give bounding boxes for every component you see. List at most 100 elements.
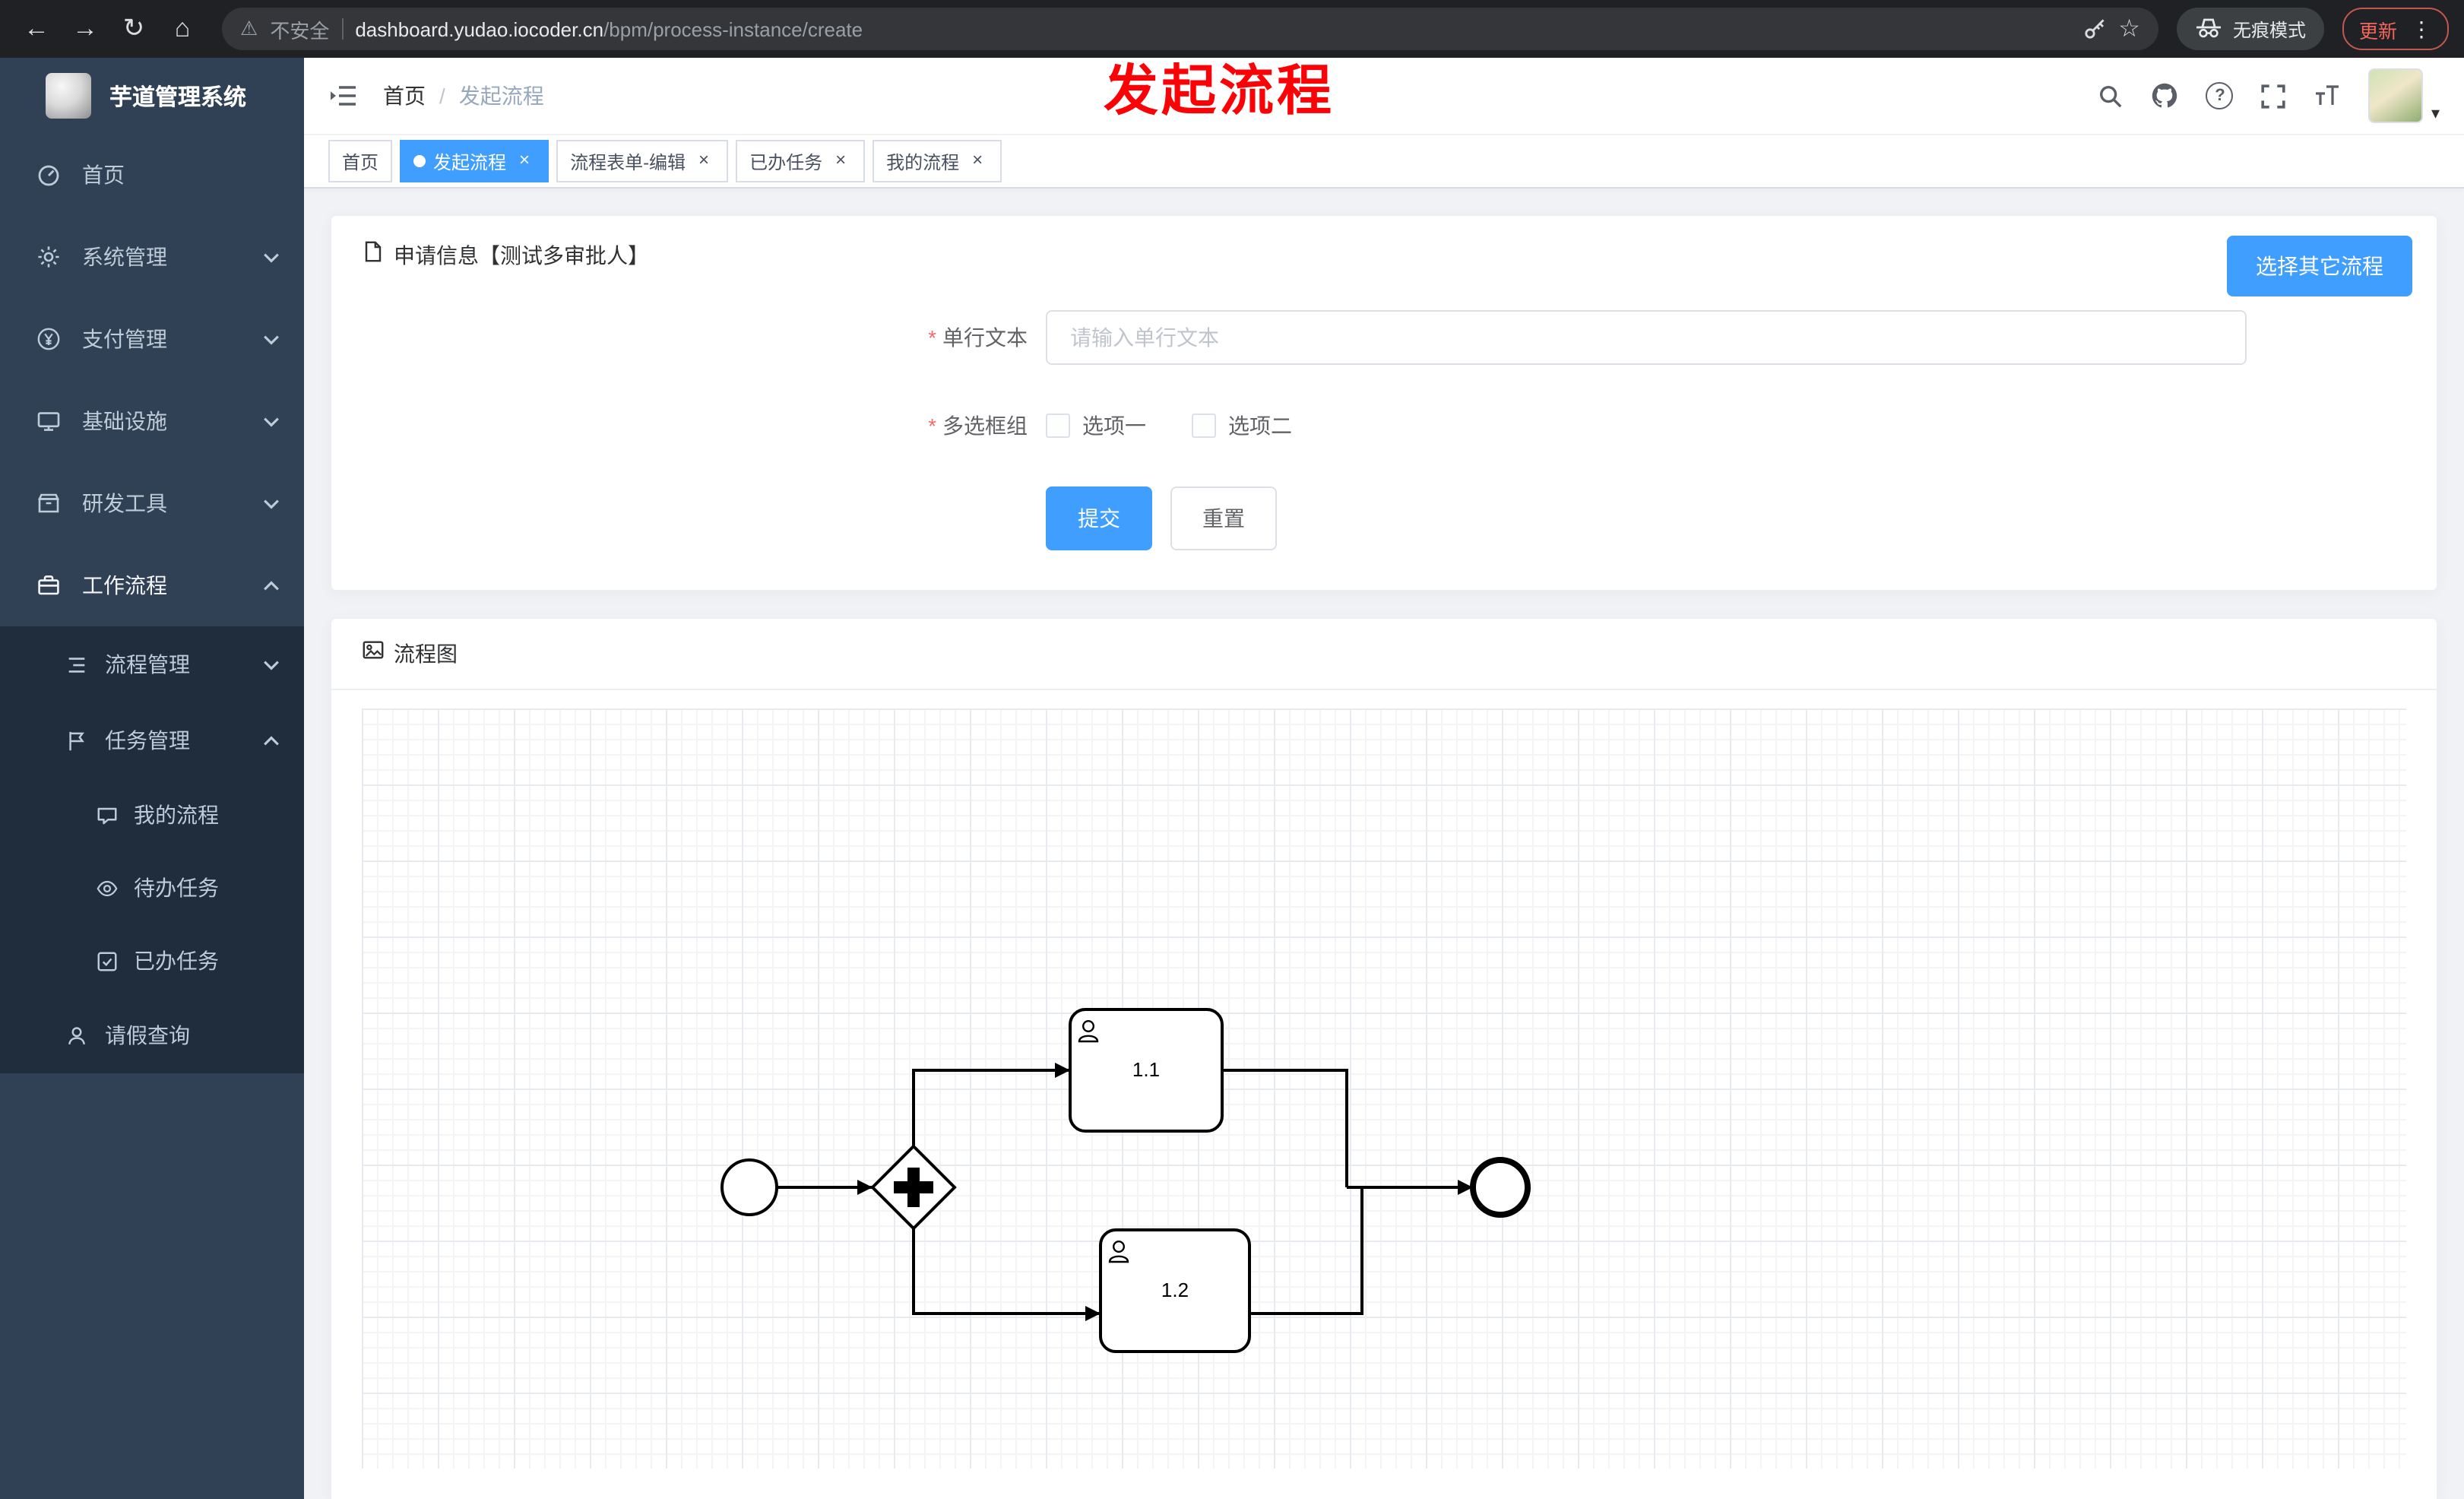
sidebar-item-label: 研发工具 — [82, 491, 167, 515]
url-path: /bpm/process-instance/create — [603, 17, 863, 40]
flow-card-header: 流程图 — [331, 619, 2437, 690]
select-other-process-button[interactable]: 选择其它流程 — [2227, 236, 2412, 296]
sidebar-item-leave-query[interactable]: 请假查询 — [0, 997, 304, 1073]
url-text[interactable]: dashboard.yudao.iocoder.cn/bpm/process-i… — [355, 17, 863, 40]
tags-view-bar: 首页 发起流程 × 流程表单-编辑 × 已办任务 × — [304, 135, 2464, 189]
parallel-gateway-node[interactable] — [870, 1144, 957, 1231]
submit-button[interactable]: 提交 — [1046, 486, 1152, 550]
search-icon[interactable] — [2098, 83, 2124, 109]
chevron-up-icon — [263, 580, 280, 591]
task-label: 1.1 — [1132, 1058, 1160, 1081]
update-button[interactable]: 更新 ⋮ — [2342, 8, 2449, 50]
tab-label: 发起流程 — [433, 151, 507, 173]
sidebar-item-label: 请假查询 — [105, 1023, 190, 1047]
yen-icon — [36, 327, 61, 351]
forward-icon[interactable]: → — [72, 14, 98, 43]
eye-icon — [96, 876, 119, 899]
sidebar-item-system[interactable]: 系统管理 — [0, 216, 304, 298]
breadcrumb-home[interactable]: 首页 — [383, 84, 426, 108]
check-square-icon — [96, 949, 119, 972]
document-icon — [362, 240, 385, 271]
checkbox-label: 选项一 — [1082, 414, 1146, 438]
close-icon[interactable]: × — [698, 149, 710, 170]
sidebar-item-task-management[interactable]: 任务管理 — [0, 702, 304, 778]
checkbox-icon[interactable] — [1046, 414, 1070, 438]
sidebar-item-label: 待办任务 — [134, 876, 219, 900]
sidebar-item-dev-tools[interactable]: 研发工具 — [0, 462, 304, 544]
tab-process-form-edit[interactable]: 流程表单-编辑 × — [556, 140, 729, 182]
user-menu[interactable]: ▾ — [2368, 68, 2440, 123]
chevron-down-icon — [263, 334, 280, 344]
sidebar-item-todo-tasks[interactable]: 待办任务 — [0, 851, 304, 924]
single-line-text-input[interactable] — [1046, 310, 2247, 365]
app-logo[interactable]: 芋道管理系统 — [0, 58, 304, 134]
reset-button[interactable]: 重置 — [1170, 486, 1277, 550]
sidebar-item-home[interactable]: 首页 — [0, 134, 304, 216]
close-icon[interactable]: × — [835, 149, 847, 170]
checkbox-group: 选项一 选项二 — [1046, 398, 1292, 453]
sidebar-collapse-icon[interactable] — [328, 81, 359, 111]
bpmn-canvas[interactable]: 1.1 1.2 — [362, 708, 2406, 1469]
sidebar-item-process-management[interactable]: 流程管理 — [0, 626, 304, 702]
tab-create-process[interactable]: 发起流程 × — [400, 140, 549, 182]
chevron-down-icon — [263, 252, 280, 262]
url-domain: dashboard.yudao.iocoder.cn — [355, 17, 604, 40]
sidebar-item-my-process[interactable]: 我的流程 — [0, 778, 304, 851]
navbar-actions: ? ▾ — [2098, 68, 2440, 123]
font-size-icon[interactable] — [2314, 84, 2342, 108]
workflow-submenu: 流程管理 任务管理 我的流程 — [0, 626, 304, 1073]
help-icon[interactable]: ? — [2206, 82, 2234, 109]
sequence-flow-gateway-task1 — [912, 1063, 1070, 1146]
security-label[interactable]: 不安全 — [270, 19, 330, 42]
sidebar-item-payment[interactable]: 支付管理 — [0, 298, 304, 380]
close-icon[interactable]: × — [519, 149, 530, 170]
user-task-icon — [1113, 1241, 1126, 1253]
checkbox-label: 选项二 — [1228, 414, 1292, 438]
end-event-node[interactable] — [1470, 1157, 1531, 1218]
sequence-flow-gateway-task2 — [912, 1228, 1101, 1321]
tab-done-tasks[interactable]: 已办任务 × — [736, 140, 866, 182]
sidebar-item-label: 基础设施 — [82, 409, 167, 433]
sequence-flow-task1-merge — [1222, 1069, 1348, 1187]
home-icon[interactable]: ⌂ — [174, 14, 191, 43]
monitor-icon — [36, 409, 61, 433]
top-navbar: 首页 / 发起流程 ? — [304, 58, 2464, 135]
flow-card-body: 1.1 1.2 — [331, 690, 2437, 1499]
browser-toolbar: ← → ↻ ⌂ ⚠ 不安全 dashboard.yudao.iocoder.cn… — [0, 0, 2464, 58]
chevron-up-icon — [263, 735, 280, 746]
gear-icon — [36, 245, 61, 269]
page-content: 申请信息【测试多审批人】 选择其它流程 *单行文本 *多选框组 — [304, 189, 2464, 1499]
address-bar[interactable]: ⚠ 不安全 dashboard.yudao.iocoder.cn/bpm/pro… — [222, 8, 2158, 50]
browser-menu-icon[interactable]: ⋮ — [2411, 17, 2432, 41]
incognito-icon — [2195, 16, 2222, 42]
checkbox-icon[interactable] — [1192, 414, 1216, 438]
breadcrumb: 首页 / 发起流程 — [383, 81, 544, 111]
start-event-node[interactable] — [721, 1158, 778, 1216]
apply-form: *单行文本 *多选框组 选项一 — [863, 310, 2247, 590]
checkbox-option-2[interactable]: 选项二 — [1192, 410, 1292, 441]
bookmark-star-icon[interactable]: ☆ — [2118, 17, 2140, 43]
user-task-1-2[interactable]: 1.2 — [1099, 1228, 1251, 1353]
task-label: 1.2 — [1161, 1279, 1189, 1301]
apply-card-title: 申请信息【测试多审批人】 — [394, 243, 649, 268]
github-icon[interactable] — [2152, 82, 2179, 109]
sidebar-item-done-tasks[interactable]: 已办任务 — [0, 924, 304, 997]
active-dot-icon — [413, 155, 426, 167]
fullscreen-icon[interactable] — [2261, 83, 2287, 109]
back-icon[interactable]: ← — [24, 14, 49, 43]
tab-my-process[interactable]: 我的流程 × — [873, 140, 1002, 182]
sidebar-item-workflow[interactable]: 工作流程 — [0, 544, 304, 626]
close-icon[interactable]: × — [972, 149, 983, 170]
tab-home[interactable]: 首页 — [328, 140, 393, 182]
user-task-1-1[interactable]: 1.1 — [1069, 1008, 1224, 1133]
security-warning-icon: ⚠ — [240, 17, 258, 40]
avatar[interactable] — [2368, 68, 2424, 123]
user-task-icon — [1108, 1255, 1129, 1263]
chat-icon — [96, 803, 119, 826]
reload-icon[interactable]: ↻ — [122, 14, 145, 43]
password-key-icon[interactable] — [2082, 17, 2106, 41]
sidebar-item-infrastructure[interactable]: 基础设施 — [0, 380, 304, 462]
checkbox-option-1[interactable]: 选项一 — [1046, 410, 1146, 441]
incognito-badge: 无痕模式 — [2176, 8, 2324, 50]
required-mark: * — [928, 325, 936, 350]
